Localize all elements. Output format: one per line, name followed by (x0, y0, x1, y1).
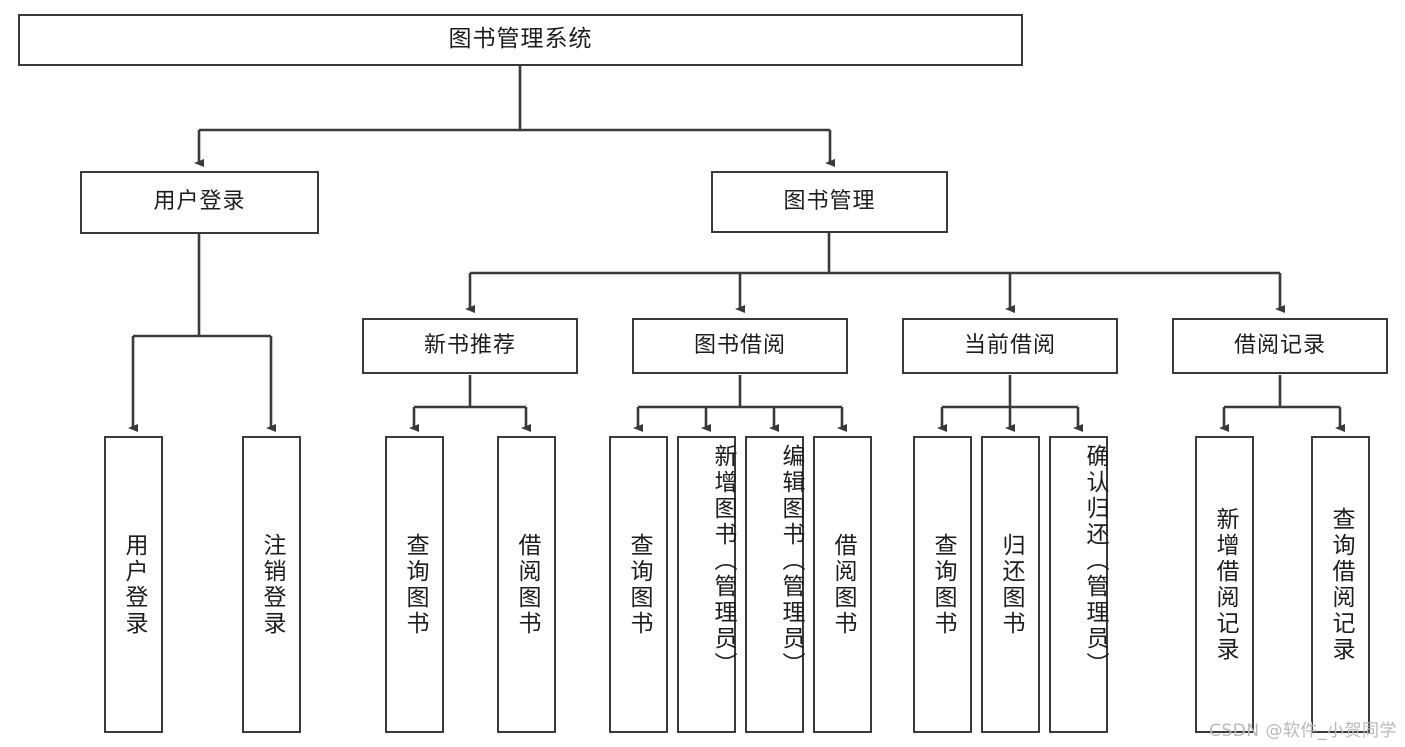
node-book-borrow[interactable]: 图书借阅 (632, 318, 848, 374)
leaf-label: 注销登录 (259, 532, 285, 637)
watermark: CSDN @软件_小贺同学 (1209, 721, 1397, 741)
leaf-new-book-borrow[interactable]: 借阅图书 (497, 436, 556, 733)
node-book-borrow-label: 图书借阅 (693, 332, 786, 358)
leaf-current-borrow-return[interactable]: 归还图书 (981, 436, 1040, 733)
leaf-label: 新增借阅记录 (1212, 506, 1238, 663)
leaf-book-borrow-query[interactable]: 查询图书 (609, 436, 668, 733)
leaf-label: 查询借阅记录 (1328, 506, 1354, 663)
node-new-book-recommend-label: 新书推荐 (423, 332, 516, 358)
leaf-label: 借阅图书 (830, 532, 856, 637)
leaf-user-login-signout[interactable]: 注销登录 (242, 436, 301, 733)
node-borrow-record-label: 借阅记录 (1233, 332, 1326, 358)
leaf-current-borrow-query[interactable]: 查询图书 (913, 436, 972, 733)
leaf-current-borrow-confirm[interactable]: 确认归还（管理员） (1049, 436, 1108, 733)
leaf-label: 查询图书 (626, 532, 652, 637)
leaf-label: 归还图书 (998, 532, 1024, 637)
leaf-label: 编辑图书（管理员） (778, 444, 804, 678)
node-book-management-label: 图书管理 (783, 188, 876, 214)
node-root-label: 图书管理系统 (448, 26, 593, 53)
leaf-label: 查询图书 (402, 532, 428, 637)
node-new-book-recommend[interactable]: 新书推荐 (362, 318, 578, 374)
node-user-login-label: 用户登录 (153, 189, 246, 215)
node-current-borrow-label: 当前借阅 (963, 332, 1056, 358)
node-user-login[interactable]: 用户登录 (80, 171, 319, 234)
leaf-book-borrow-edit[interactable]: 编辑图书（管理员） (745, 436, 804, 733)
leaf-label: 新增图书（管理员） (710, 444, 736, 678)
leaf-label: 查询图书 (930, 532, 956, 637)
node-book-management[interactable]: 图书管理 (711, 171, 948, 233)
node-root[interactable]: 图书管理系统 (18, 14, 1023, 66)
leaf-label: 确认归还（管理员） (1082, 444, 1108, 678)
leaf-label: 用户登录 (121, 532, 147, 637)
leaf-borrow-record-add[interactable]: 新增借阅记录 (1195, 436, 1254, 733)
leaf-new-book-query[interactable]: 查询图书 (385, 436, 444, 733)
leaf-borrow-record-query[interactable]: 查询借阅记录 (1311, 436, 1370, 733)
node-borrow-record[interactable]: 借阅记录 (1172, 318, 1388, 374)
leaf-user-login-signin[interactable]: 用户登录 (104, 436, 163, 733)
leaf-label: 借阅图书 (514, 532, 540, 637)
leaf-book-borrow-lend[interactable]: 借阅图书 (813, 436, 872, 733)
node-current-borrow[interactable]: 当前借阅 (902, 318, 1118, 374)
leaf-book-borrow-add[interactable]: 新增图书（管理员） (677, 436, 736, 733)
